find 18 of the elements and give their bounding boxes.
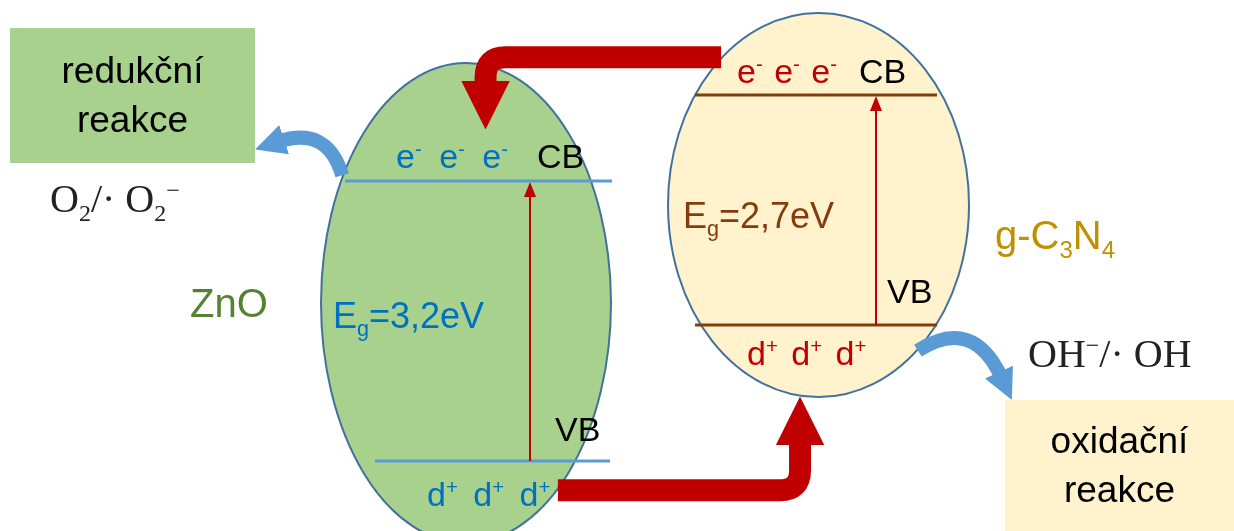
material-label: ZnO [190, 283, 268, 323]
reaction-box: oxidační reakce [1005, 400, 1234, 531]
material-label: g-C$_{3}$N$_{4}$ [995, 215, 1116, 262]
band-label: d$^{+}$ d$^{+}$ d$^{+}$ [427, 477, 551, 512]
band-label: e$^{-}$ e$^{-}$ e$^{-}$ [396, 139, 509, 174]
band-label: CB [537, 139, 585, 173]
redox-couple-label: OH$^{−}$/· OH [1028, 333, 1192, 375]
band-label: VB [555, 412, 601, 446]
flow-arrow [461, 46, 722, 130]
flow-arrow [557, 396, 825, 502]
band-label: CB [859, 54, 907, 88]
reaction-box: redukční reakce [10, 28, 255, 163]
band-label: E$_{g}$=2,7eV [683, 198, 835, 240]
band-label: VB [887, 274, 933, 308]
band-label: E$_{g}$=3,2eV [333, 298, 485, 340]
band-label: d$^{+}$ d$^{+}$ d$^{+}$ [747, 336, 867, 371]
band-label: e$^{-}$ e$^{-}$ e$^{-}$ [737, 54, 838, 89]
flow-arrow [254, 125, 349, 178]
